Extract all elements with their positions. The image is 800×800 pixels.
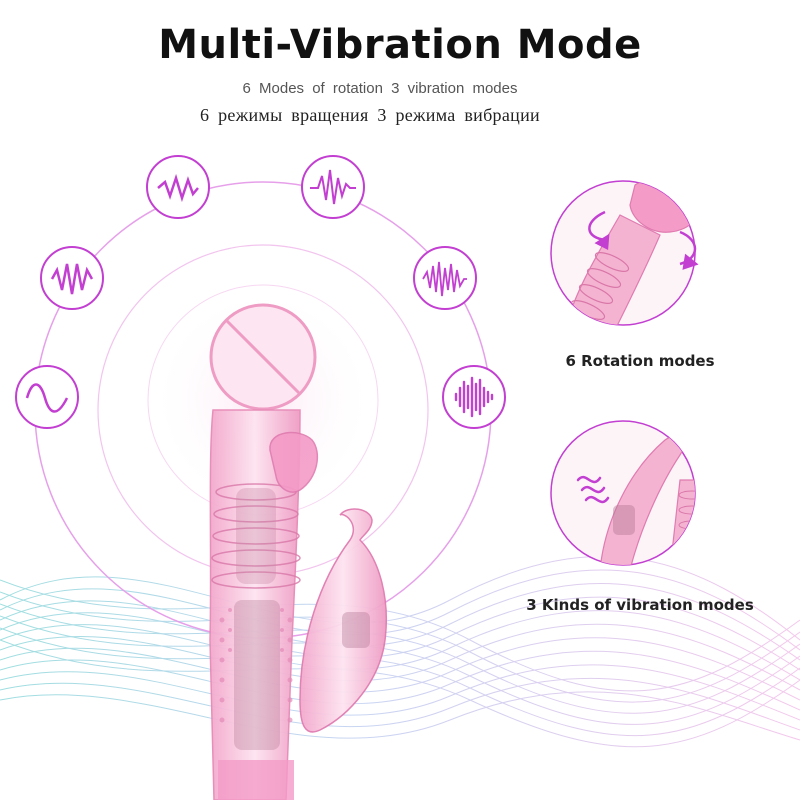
rotation-arrows-icon bbox=[588, 210, 699, 270]
background-waves bbox=[0, 555, 800, 748]
sine-wave-icon bbox=[15, 365, 79, 429]
dense-pulse-icon bbox=[413, 246, 477, 310]
subtitle-russian: 6 режимы вращения 3 режима вибрации bbox=[200, 105, 540, 125]
spike-wave-icon bbox=[40, 246, 104, 310]
rotation-detail-image bbox=[550, 180, 699, 326]
vibration-caption: 3 Kinds of vibration modes bbox=[526, 596, 754, 614]
product-image bbox=[209, 409, 388, 800]
censor-icon bbox=[209, 303, 317, 411]
subtitle-english: 6 Modes of rotation 3 vibration modes bbox=[242, 80, 518, 97]
soundwave-bars-icon bbox=[442, 365, 506, 429]
heartbeat-pulse-icon bbox=[301, 155, 365, 219]
rotation-caption: 6 Rotation modes bbox=[565, 352, 715, 370]
vibration-waves-icon bbox=[576, 475, 610, 504]
page-title: Multi-Vibration Mode bbox=[158, 22, 642, 68]
vibration-detail-image bbox=[550, 420, 696, 566]
zigzag-wave-icon bbox=[146, 155, 210, 219]
